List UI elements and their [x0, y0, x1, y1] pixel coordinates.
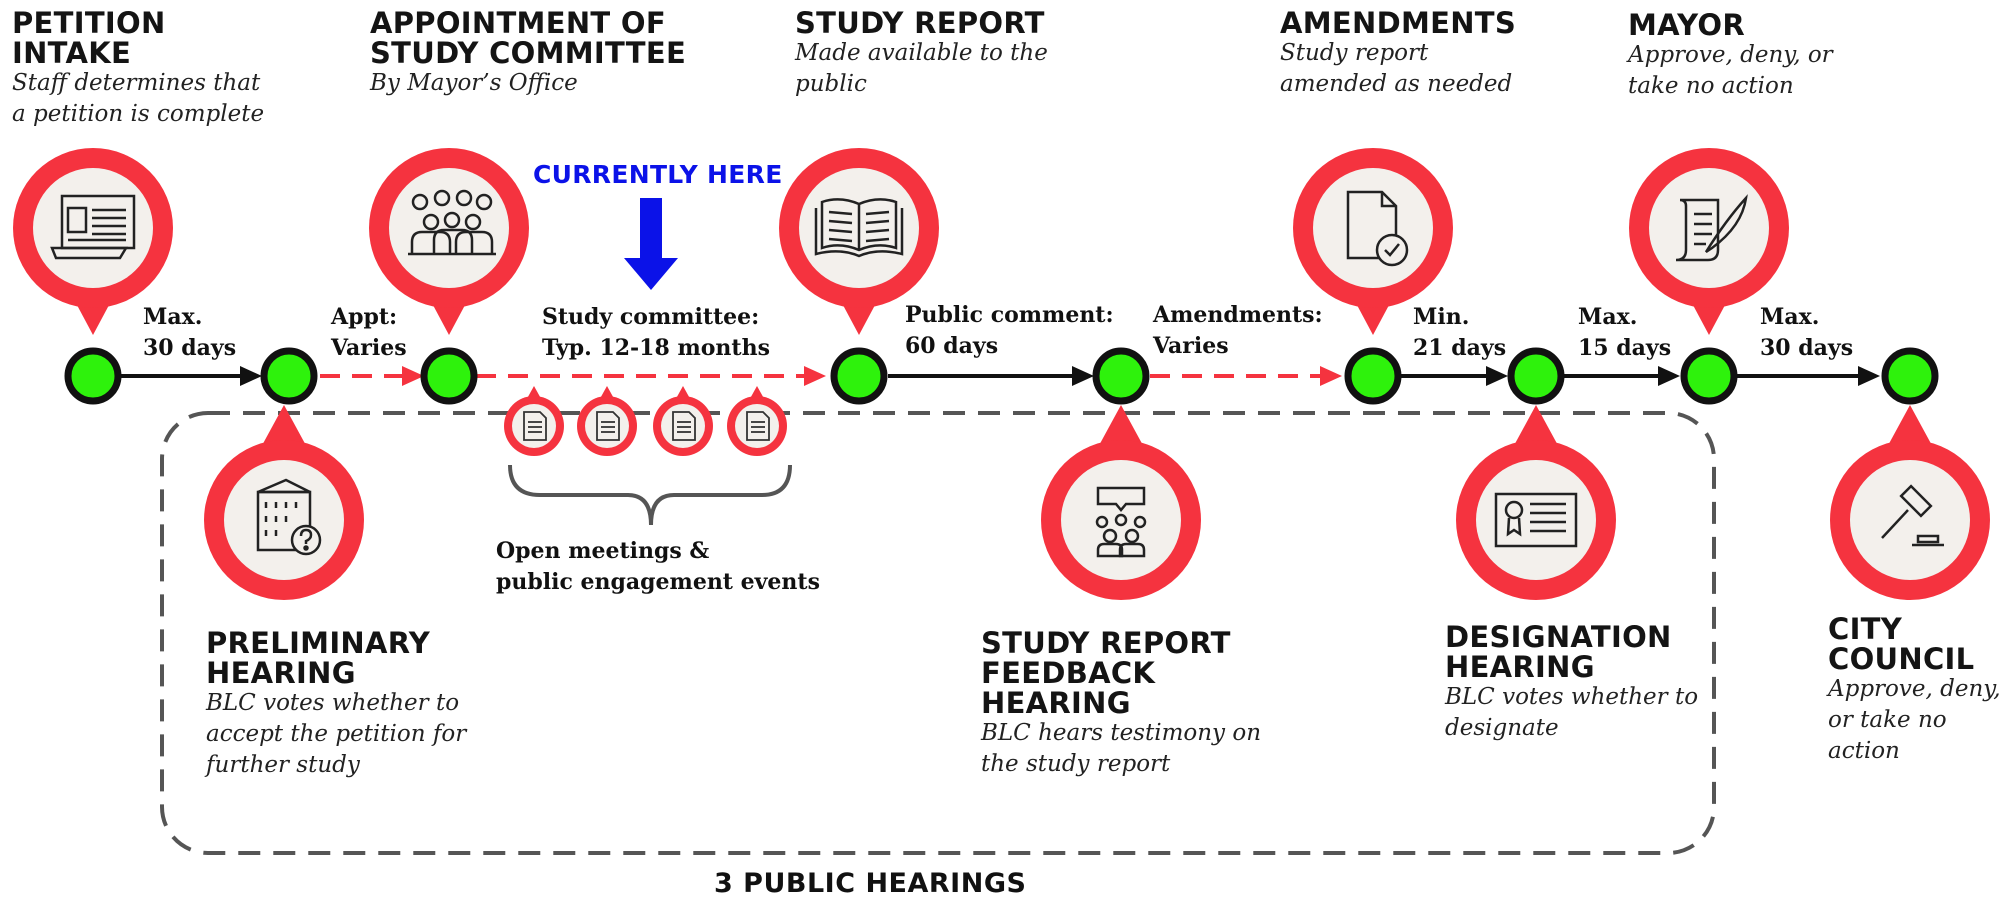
stage-description: the study report — [981, 751, 1171, 777]
stage-description: Made available to the — [795, 40, 1048, 66]
duration-label: Max.30 days — [1760, 304, 1854, 361]
pin-appointment — [369, 148, 529, 335]
stage-title: MAYOR — [1628, 8, 1745, 42]
pin-petition-intake — [13, 148, 173, 335]
duration-label: Appt:Varies — [331, 304, 407, 361]
duration-label: Max.15 days — [1578, 304, 1672, 361]
node-mayor — [1680, 347, 1738, 405]
open-book-icon — [814, 198, 904, 258]
stage-description: Study report — [1280, 40, 1429, 66]
stage-feedback-hearing: STUDY REPORT FEEDBACK HEARING BLC hears … — [981, 628, 1261, 780]
document-check-icon — [1346, 190, 1409, 267]
stage-amendments: AMENDMENTS Study report amended as neede… — [1280, 8, 1516, 100]
stage-description: public — [795, 71, 867, 97]
document-building-icon — [50, 194, 136, 260]
stage-mayor: MAYOR Approve, deny, or take no action — [1628, 10, 1833, 102]
node-petition-intake — [64, 347, 122, 405]
stage-appointment: APPOINTMENT OF STUDY COMMITTEE By Mayor’… — [370, 8, 686, 99]
duration-label: Min.21 days — [1413, 304, 1507, 361]
stage-city-council: CITY COUNCIL Approve, deny, or take no a… — [1828, 614, 2001, 767]
node-designation-hearing — [1507, 347, 1565, 405]
node-appointment — [420, 347, 478, 405]
meeting-pin-2 — [577, 386, 637, 456]
stage-study-report: STUDY REPORT Made available to the publi… — [795, 8, 1048, 100]
stage-preliminary-hearing: PRELIMINARY HEARING BLC votes whether to… — [206, 628, 466, 781]
stage-description: BLC votes whether to — [206, 690, 460, 716]
pin-feedback-hearing — [1041, 405, 1201, 600]
stage-title: STUDY COMMITTEE — [370, 36, 687, 70]
duration-label: Max.30 days — [143, 304, 237, 361]
stage-title: FEEDBACK — [981, 656, 1156, 690]
stage-title: INTAKE — [12, 36, 132, 70]
stage-title: HEARING — [206, 656, 356, 690]
document-icon — [672, 411, 696, 441]
stage-description: a petition is complete — [12, 101, 265, 127]
certificate-icon — [1494, 492, 1578, 548]
stage-title: DESIGNATION — [1445, 620, 1672, 654]
node-amendments — [1344, 347, 1402, 405]
building-question-icon — [256, 478, 322, 556]
stage-description: BLC hears testimony on — [981, 720, 1262, 746]
document-icon — [746, 411, 770, 441]
timeline — [117, 366, 1880, 386]
committee-group-icon — [408, 189, 496, 256]
stage-title: AMENDMENTS — [1280, 6, 1517, 40]
meeting-speech-icon — [1095, 486, 1147, 558]
node-city-council — [1881, 347, 1939, 405]
node-feedback-hearing — [1092, 347, 1150, 405]
stage-title: STUDY REPORT — [795, 6, 1045, 40]
stage-description: accept the petition for — [206, 721, 467, 747]
pin-designation-hearing — [1456, 405, 1616, 600]
pin-amendments — [1293, 148, 1453, 335]
stage-description: action — [1828, 738, 1900, 764]
current-position-arrow — [624, 198, 678, 290]
stage-title: HEARING — [981, 686, 1131, 720]
meeting-pin-4 — [727, 386, 787, 456]
document-icon — [596, 411, 620, 441]
stage-title: PRELIMINARY — [206, 626, 431, 660]
stage-title: COUNCIL — [1828, 642, 1975, 676]
stage-description: designate — [1445, 715, 1559, 741]
stage-description: Staff determines that — [12, 70, 261, 96]
timeline-nodes — [64, 347, 1939, 405]
pin-mayor — [1629, 148, 1789, 335]
stage-title: STUDY REPORT — [981, 626, 1231, 660]
stage-designation-hearing: DESIGNATION HEARING BLC votes whether to… — [1445, 622, 1698, 744]
stage-description: Approve, deny, or — [1628, 42, 1833, 68]
pin-city-council — [1830, 405, 1990, 600]
stage-title: PETITION — [12, 6, 166, 40]
public-hearings-label: 3 PUBLIC HEARINGS — [714, 868, 1027, 899]
duration-label: Amendments:Varies — [1153, 302, 1323, 359]
stage-description: By Mayor’s Office — [370, 70, 578, 96]
node-study-report — [830, 347, 888, 405]
scroll-quill-icon — [1675, 194, 1748, 262]
node-preliminary-hearing — [260, 347, 318, 405]
meetings-brace — [508, 464, 792, 526]
document-icon — [523, 411, 547, 441]
meetings-label: Open meetings &public engagement events — [496, 538, 820, 595]
stage-description: Approve, deny, — [1828, 676, 2001, 702]
pin-preliminary-hearing — [204, 405, 364, 600]
stage-description: further study — [206, 752, 360, 778]
public-hearings-box — [160, 411, 1716, 855]
stage-description: take no action — [1628, 73, 1794, 99]
stage-description: BLC votes whether to — [1445, 684, 1699, 710]
meeting-pin-1 — [504, 386, 564, 456]
duration-label: Study committee:Typ. 12-18 months — [542, 304, 770, 361]
meeting-pin-3 — [653, 386, 713, 456]
gavel-icon — [1881, 484, 1944, 547]
stage-title: HEARING — [1445, 650, 1595, 684]
stage-description: amended as needed — [1280, 71, 1513, 97]
current-position-label: CURRENTLY HERE — [533, 160, 783, 189]
stage-title: APPOINTMENT OF — [370, 6, 666, 40]
stage-title: CITY — [1828, 612, 1903, 646]
duration-label: Public comment:60 days — [905, 302, 1114, 359]
stage-petition-intake: PETITION INTAKE Staff determines that a … — [12, 8, 264, 130]
stage-description: or take no — [1828, 707, 1947, 733]
pin-study-report — [779, 148, 939, 335]
